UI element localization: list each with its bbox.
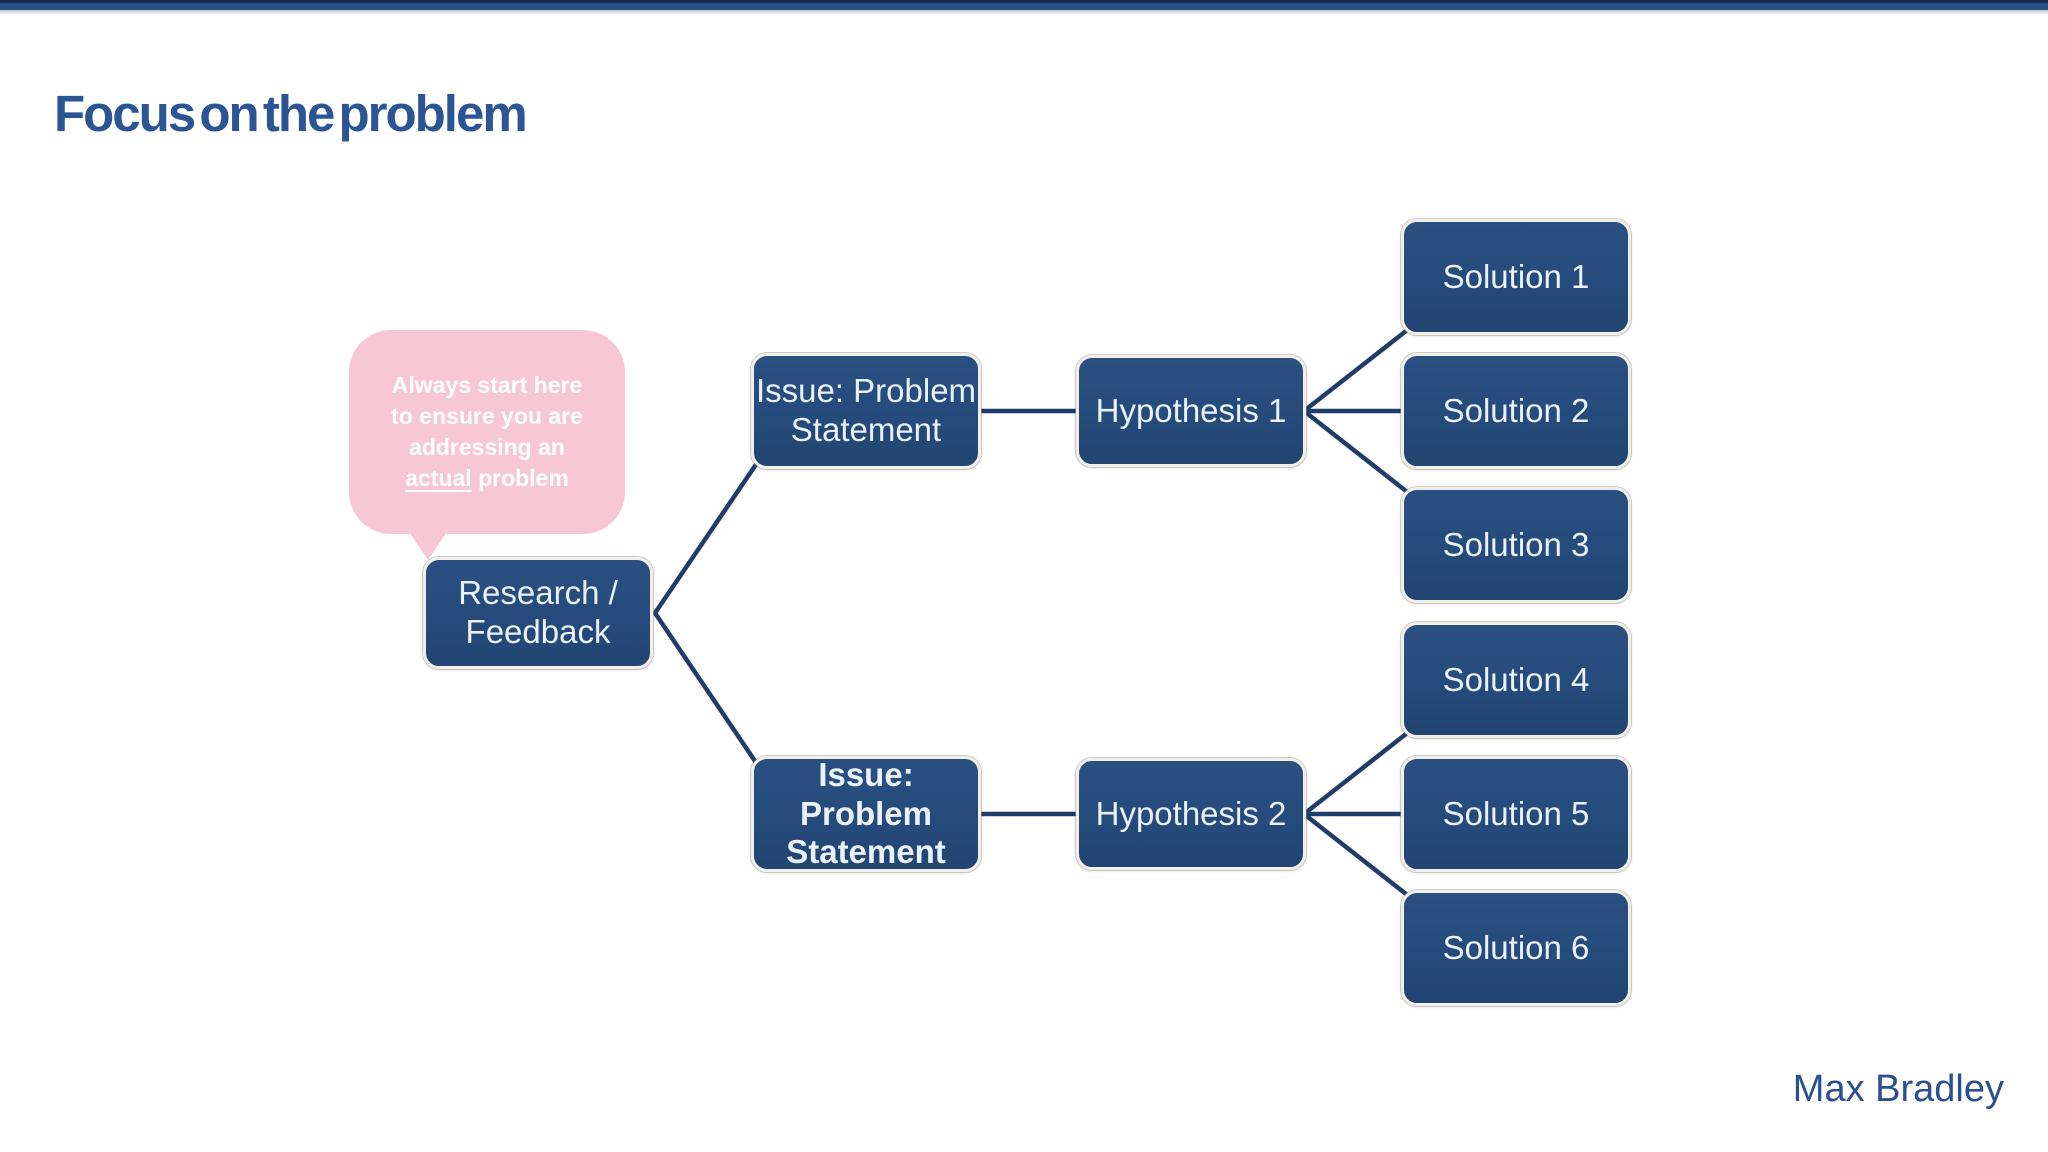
node-research-feedback: Research / Feedback [423, 557, 653, 669]
callout-line: addressing an [409, 434, 565, 460]
node-label-line: Feedback [465, 613, 611, 650]
top-accent-bar-shadow [0, 10, 2048, 14]
connector-hyp1-solution3 [1301, 408, 1409, 494]
callout-underlined-word: actual [405, 465, 472, 491]
node-label-line: Research / [458, 574, 618, 612]
node-label-line: Issue: Problem [799, 755, 933, 832]
node-label: Solution 1 [1442, 257, 1590, 295]
node-label: Solution 6 [1442, 928, 1590, 966]
node-label: Hypothesis 2 [1095, 794, 1287, 832]
node-solution-1: Solution 1 [1401, 219, 1631, 335]
node-solution-5: Solution 5 [1401, 756, 1631, 872]
callout-line: Always start here [391, 372, 583, 398]
connector-research-issue-bottom [652, 610, 760, 767]
node-issue-problem-statement-bottom: Issue: Problem Statement [751, 756, 981, 872]
author-credit: Max Bradley [1792, 1068, 2004, 1110]
page-title: Focus on the problem [54, 85, 528, 142]
callout-line-rest: problem [478, 465, 569, 491]
callout-bubble: Always start here to ensure you are addr… [349, 330, 625, 560]
node-label: Solution 2 [1442, 391, 1590, 429]
node-label: Solution 4 [1442, 660, 1590, 698]
node-label: Hypothesis 1 [1095, 391, 1287, 429]
node-label: Solution 3 [1442, 525, 1590, 563]
node-issue-problem-statement-top: Issue: Problem Statement [751, 353, 981, 469]
node-solution-2: Solution 2 [1401, 353, 1631, 469]
connector-hyp1-solution1 [1301, 328, 1409, 414]
node-label-line: Statement [786, 833, 946, 871]
connector-hyp2-solution4 [1301, 731, 1409, 817]
top-accent-bar [0, 0, 2048, 10]
node-solution-6: Solution 6 [1401, 890, 1631, 1006]
node-solution-3: Solution 3 [1401, 487, 1631, 603]
node-solution-4: Solution 4 [1401, 622, 1631, 738]
connector-hyp2-solution6 [1301, 811, 1409, 897]
callout-line: to ensure you are [391, 403, 583, 429]
callout-tail [401, 520, 455, 560]
node-label-line: Issue: Problem [755, 372, 977, 410]
node-hypothesis-1: Hypothesis 1 [1076, 355, 1306, 467]
connector-research-issue-top [652, 460, 760, 616]
callout-line: actual problem [405, 463, 569, 494]
node-label: Solution 5 [1442, 794, 1590, 832]
node-label-line: Statement [790, 411, 942, 448]
node-hypothesis-2: Hypothesis 2 [1076, 758, 1306, 870]
